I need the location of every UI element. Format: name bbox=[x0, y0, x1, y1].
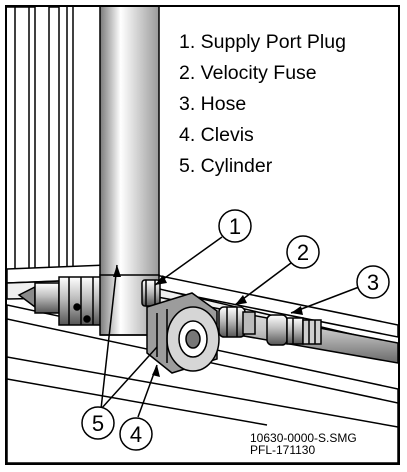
illustration-frame: 1 2 3 4 5 1. Supply Port Plug bbox=[5, 5, 400, 465]
callout-2: 2 bbox=[234, 235, 320, 306]
velocity-fuse bbox=[218, 306, 256, 338]
drawing-reference: 10630-0000-S.SMG PFL-171130 bbox=[250, 432, 357, 456]
callout-4-label: 4 bbox=[130, 422, 142, 447]
callout-3: 3 bbox=[290, 265, 390, 315]
callout-5: 5 bbox=[81, 264, 158, 440]
legend-item-velocity-fuse: 2. Velocity Fuse bbox=[179, 62, 317, 84]
drawing-id: 10630-0000-S.SMG bbox=[250, 431, 357, 445]
clevis bbox=[146, 292, 220, 374]
hose-fitting bbox=[266, 314, 322, 346]
parts-legend: 1. Supply Port Plug 2. Velocity Fuse 3. … bbox=[179, 27, 346, 182]
callout-1-label: 1 bbox=[229, 214, 241, 239]
frame-posts bbox=[7, 7, 74, 293]
callout-4: 4 bbox=[119, 364, 160, 451]
callout-3-label: 3 bbox=[367, 270, 379, 295]
legend-item-hose: 3. Hose bbox=[179, 93, 247, 115]
legend-item-clevis: 4. Clevis bbox=[179, 124, 254, 146]
callout-5-label: 5 bbox=[92, 411, 104, 436]
drawing-pfl: PFL-171130 bbox=[250, 443, 316, 457]
left-fitting bbox=[17, 276, 106, 326]
callout-2-label: 2 bbox=[297, 240, 309, 265]
callout-1: 1 bbox=[154, 209, 252, 286]
hydraulic-assembly-illustration: 1 2 3 4 5 bbox=[7, 7, 398, 463]
legend-item-cylinder: 5. Cylinder bbox=[179, 155, 273, 177]
legend-item-supply-port-plug: 1. Supply Port Plug bbox=[179, 31, 346, 53]
